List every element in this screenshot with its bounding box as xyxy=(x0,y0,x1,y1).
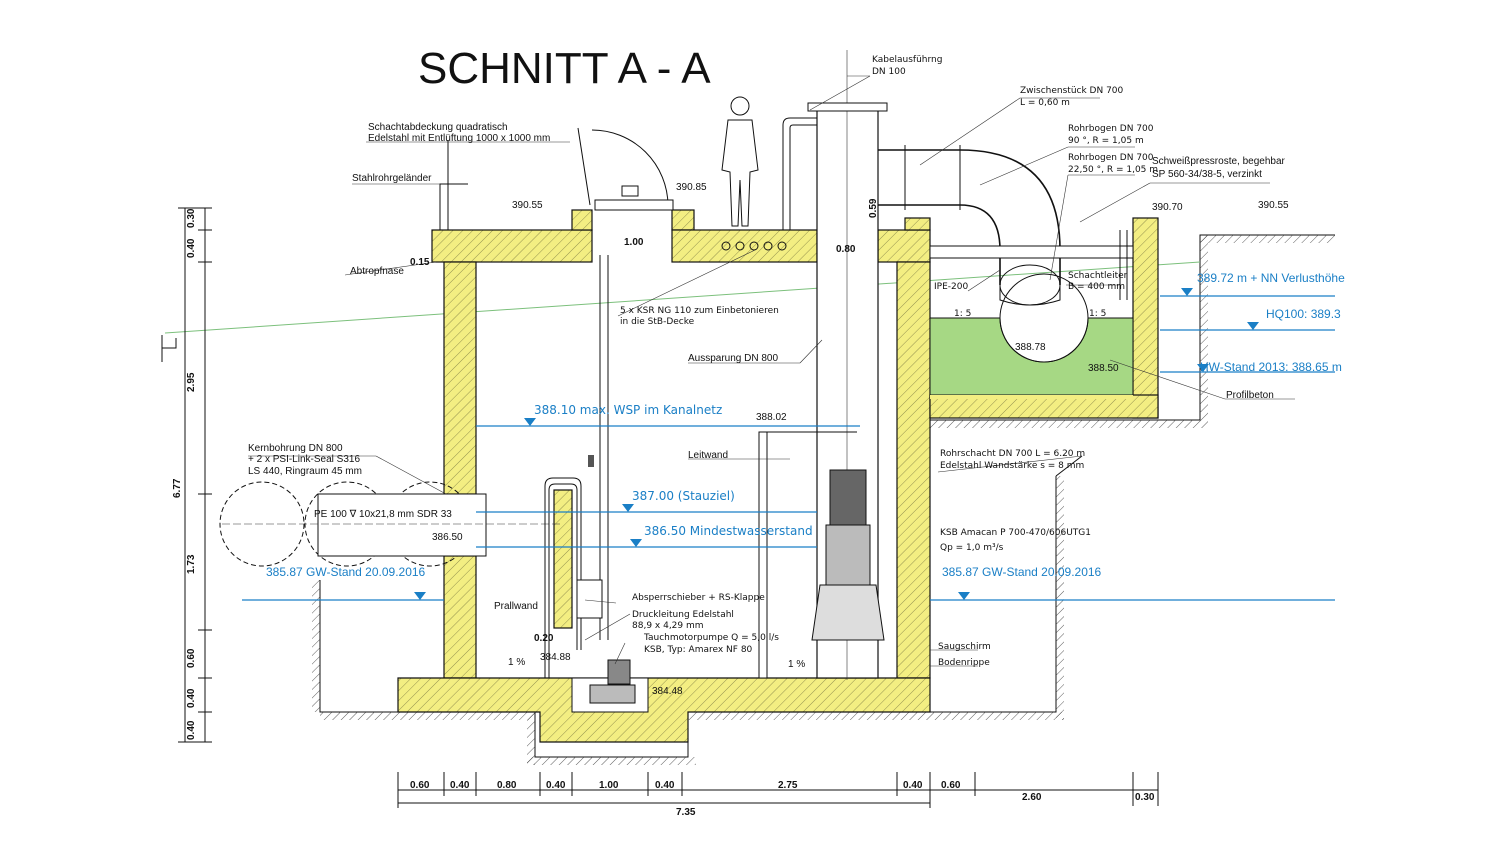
label-kern3: LS 440, Ringraum 45 mm xyxy=(248,466,362,477)
level-39085: 390.85 xyxy=(676,182,707,193)
level-38488: 384.88 xyxy=(540,652,571,663)
label-slope1: 1 % xyxy=(508,657,525,668)
label-kabel1: Kabelausführng xyxy=(872,55,942,65)
label-slope2: 1 % xyxy=(788,659,805,670)
label-rohrschacht2: Edelstahl Wandstärke s = 8 mm xyxy=(940,461,1084,471)
bottom-dim-4: 1.00 xyxy=(599,780,619,791)
label-druck1: Druckleitung Edelstahl xyxy=(632,610,734,620)
label-gw-right: 385.87 GW-Stand 20.09.2016 xyxy=(942,565,1102,579)
label-bogen2b: 22,50 °, R = 1,05 m xyxy=(1068,165,1158,175)
label-abdeck1: Schachtabdeckung quadratisch xyxy=(368,122,508,133)
bottom-dim-1: 0.40 xyxy=(450,780,470,791)
label-mindest: 386.50 Mindestwasserstand xyxy=(644,524,813,538)
pipe-system xyxy=(219,50,1134,704)
left-dim-6: 0.40 xyxy=(186,720,197,740)
bottom-dimension-chain: 0.60 0.40 0.80 0.40 1.00 0.40 2.75 0.40 … xyxy=(397,772,1159,818)
level-39055b: 390.55 xyxy=(1258,200,1289,211)
profile-concrete xyxy=(929,317,1134,396)
dim-015: 0.15 xyxy=(410,257,430,268)
leader-lines xyxy=(248,75,1295,667)
label-pe: PE 100 ∇ 10x21,8 mm SDR 33 xyxy=(314,509,452,520)
label-zwisch1: Zwischenstück DN 700 xyxy=(1020,86,1124,96)
label-tauch1: Tauchmotorpumpe Q = 5,0 l/s xyxy=(643,633,779,643)
label-kabel2: DN 100 xyxy=(872,67,906,77)
bottom-dim-7: 0.40 xyxy=(903,780,923,791)
label-bogen2a: Rohrbogen DN 700 xyxy=(1068,153,1154,163)
human-scale-figure xyxy=(721,96,759,227)
dim-059: 0.59 xyxy=(868,198,879,218)
label-druck2: 88,9 x 4,29 mm xyxy=(632,621,704,631)
label-absperr: Absperrschieber + RS-Klappe xyxy=(632,593,765,603)
label-kern2: + 2 x PSI-Link-Seal S316 xyxy=(248,454,360,465)
level-38802: 388.02 xyxy=(756,412,787,423)
bottom-dim-total: 7.35 xyxy=(676,807,696,818)
label-bogen1a: Rohrbogen DN 700 xyxy=(1068,124,1154,134)
label-aussparung: Aussparung DN 800 xyxy=(688,353,778,364)
label-bogen1b: 90 °, R = 1,05 m xyxy=(1068,136,1144,146)
label-abtropf: Abtropfnase xyxy=(350,266,404,277)
left-dim-4: 0.60 xyxy=(186,648,197,668)
label-profilbeton: Profilbeton xyxy=(1226,390,1274,401)
label-hw2013: HW-Stand 2013: 388.65 m xyxy=(1200,360,1342,374)
label-verlust: 389.72 m + NN Verlusthöhe xyxy=(1197,271,1345,285)
label-stauziel: 387.00 (Stauziel) xyxy=(632,489,735,503)
label-bodenrippe: Bodenrippe xyxy=(938,658,990,668)
label-leiter2: B = 400 mm xyxy=(1068,282,1125,292)
bottom-dim-5: 0.40 xyxy=(655,780,675,791)
terrain-line xyxy=(164,261,1201,334)
bottom-dim-2: 0.80 xyxy=(497,780,517,791)
label-ipe: IPE-200 xyxy=(934,282,968,292)
left-dim-total: 6.77 xyxy=(172,478,183,498)
level-39070: 390.70 xyxy=(1152,202,1183,213)
level-38650: 386.50 xyxy=(432,532,463,543)
label-slope-left: 1: 5 xyxy=(954,309,971,319)
label-ksr1: 5 x KSR NG 110 zum Einbetonieren xyxy=(620,306,779,316)
water-levels xyxy=(242,288,1335,601)
concrete-structure xyxy=(397,209,1159,743)
label-gelaender: Stahlrohrgeländer xyxy=(352,173,432,184)
left-dim-1: 0.40 xyxy=(186,238,197,258)
label-saugschirm: Saugschirm xyxy=(938,642,991,652)
level-38448: 384.48 xyxy=(652,686,683,697)
dim-shaft-080: 0.80 xyxy=(836,244,856,255)
left-dim-2: 2.95 xyxy=(186,372,197,392)
left-dimension-chain: 0.30 0.40 2.95 1.73 0.60 0.40 0.40 6.77 xyxy=(161,207,212,743)
level-38850: 388.50 xyxy=(1088,363,1119,374)
drawing-title: SCHNITT A - A xyxy=(418,44,711,93)
bottom-dim-10: 0.30 xyxy=(1135,792,1155,803)
label-rohrschacht1: Rohrschacht DN 700 L = 6.20 m xyxy=(940,449,1085,459)
left-dim-3: 1.73 xyxy=(186,554,197,574)
label-tauch2: KSB, Typ: Amarex NF 80 xyxy=(644,645,753,655)
bottom-dim-3: 0.40 xyxy=(546,780,566,791)
level-39055a: 390.55 xyxy=(512,200,543,211)
label-gw-left: 385.87 GW-Stand 20.09.2016 xyxy=(266,565,426,579)
label-wsp: 388.10 max. WSP im Kanalnetz xyxy=(534,403,722,417)
label-abdeck2: Edelstahl mit Entlüftung 1000 x 1000 mm xyxy=(368,133,550,144)
label-leitwand: Leitwand xyxy=(688,450,728,461)
label-rost1: Schweißpressroste, begehbar xyxy=(1152,156,1286,167)
left-dim-0: 0.30 xyxy=(186,208,197,228)
label-rost2: SP 560-34/38-5, verzinkt xyxy=(1152,169,1262,180)
level-38878: 388.78 xyxy=(1015,342,1046,353)
label-ksb2: Qp = 1,0 m³/s xyxy=(940,543,1004,553)
label-ksb1: KSB Amacan P 700-470/606UTG1 xyxy=(940,528,1091,538)
bottom-dim-8: 0.60 xyxy=(941,780,961,791)
dim-020: 0.20 xyxy=(534,633,554,644)
label-leiter1: Schachtleiter xyxy=(1068,271,1128,281)
label-ksr2: in die StB-Decke xyxy=(620,317,695,327)
excavation-outline xyxy=(312,234,1335,765)
label-prallwand: Prallwand xyxy=(494,601,538,612)
dim-opening-100: 1.00 xyxy=(624,237,644,248)
bottom-dim-6: 2.75 xyxy=(778,780,798,791)
label-slope-right: 1: 5 xyxy=(1089,309,1106,319)
left-dim-5: 0.40 xyxy=(186,688,197,708)
bottom-dim-9: 2.60 xyxy=(1022,792,1042,803)
label-hq100: HQ100: 389.3 xyxy=(1266,307,1341,321)
bottom-dim-0: 0.60 xyxy=(410,780,430,791)
label-kern1: Kernbohrung DN 800 xyxy=(248,443,343,454)
label-zwisch2: L = 0,60 m xyxy=(1020,98,1070,108)
